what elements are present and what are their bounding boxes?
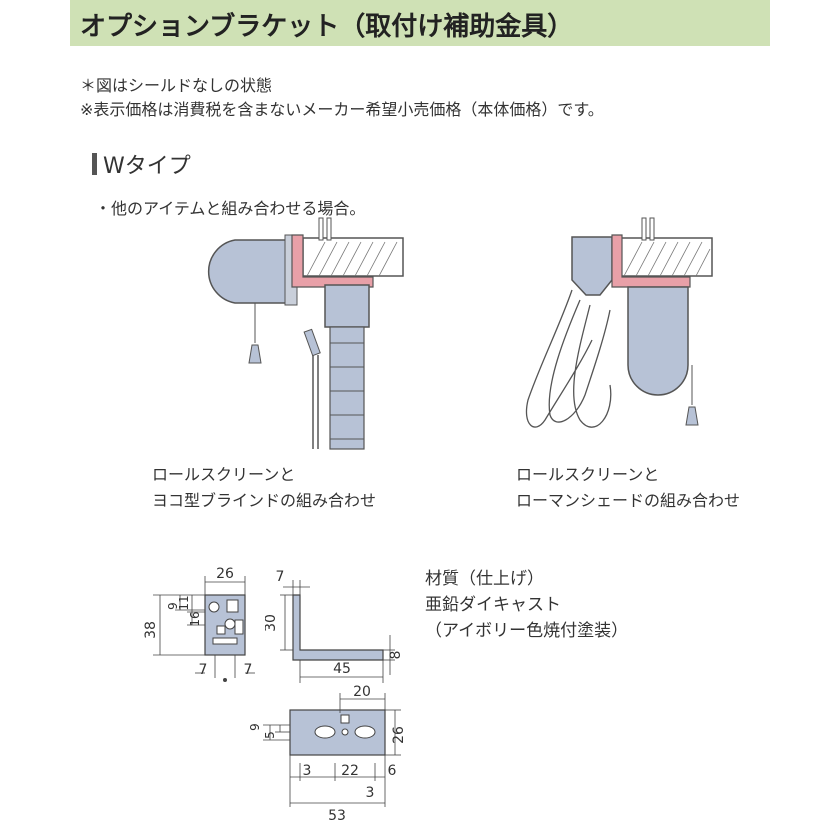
section-title-text: Wタイプ (103, 154, 191, 179)
dim-5: 5 (263, 731, 277, 739)
blind-head (324, 284, 370, 328)
pull-cord-weight (248, 344, 262, 364)
left-caption-line1: ロールスクリーンと (152, 465, 296, 484)
section-heading: Wタイプ (92, 148, 191, 180)
dim-3-right: 3 (366, 785, 375, 801)
dim-6: 6 (388, 763, 397, 779)
material-spec: 材質（仕上げ） 亜鉛ダイキャスト （アイボリー色焼付塗装） (425, 566, 628, 644)
dim-hole-offset-9: 9 (166, 602, 180, 610)
right-figure-caption: ロールスクリーンと ローマンシェードの組み合わせ (516, 462, 740, 514)
material-label: 材質（仕上げ） (425, 569, 544, 589)
bracket-side-view: 7 30 45 8 (265, 569, 404, 683)
roll-screen-body (627, 286, 689, 396)
left-figure-caption: ロールスクリーンと ヨコ型ブラインドの組み合わせ (152, 462, 376, 514)
left-caption-line2: ヨコ型ブラインドの組み合わせ (152, 491, 377, 510)
right-caption-line1: ロールスクリーンと (516, 465, 660, 484)
dim-right-7: 7 (244, 662, 253, 678)
bracket-front-view: 26 38 9 11 16 7 7 (143, 566, 255, 682)
dim-depth-45: 45 (333, 661, 351, 677)
dim-26: 26 (391, 726, 407, 744)
right-caption-line2: ローマンシェードの組み合わせ (516, 491, 741, 510)
note-price: ※表示価格は消費税を含まないメーカー希望小売価格（本体価格）です。 (80, 100, 604, 119)
material-finish: （アイボリー色焼付塗装） (425, 621, 629, 641)
dim-height-30: 30 (265, 614, 279, 632)
side-view-profile (292, 594, 384, 661)
dim-53: 53 (328, 808, 346, 824)
ceiling-slab (619, 237, 713, 277)
roll-screen-head (207, 239, 291, 304)
dim-height: 38 (143, 621, 159, 639)
dim-9: 9 (248, 723, 262, 731)
material-name: 亜鉛ダイキャスト (425, 595, 561, 615)
dim-hole-offset-11: 11 (177, 595, 191, 610)
dim-hole-offset-16: 16 (188, 611, 202, 626)
dim-thickness-7: 7 (276, 569, 285, 585)
bracket-top-view: 20 9 5 26 3 22 6 3 53 (248, 685, 407, 824)
roman-shade-fabric (525, 289, 612, 428)
dim-width: 26 (216, 566, 234, 582)
dim-22: 22 (341, 763, 359, 779)
dim-3-left: 3 (303, 763, 312, 779)
pull-cord-weight (685, 406, 699, 426)
section-bar-marker (92, 153, 97, 175)
roman-shade-head (571, 236, 613, 296)
figure-roll-roman (525, 217, 713, 428)
dim-left-7: 7 (199, 662, 208, 678)
page-title: オプションブラケット（取付け補助金具） (80, 12, 574, 42)
note-shield: ＊図はシールドなしの状態 (80, 76, 273, 95)
option-bracket (611, 234, 691, 288)
section-bullet: ・他のアイテムと組み合わせる場合。 (95, 199, 366, 218)
figure-roll-blind (207, 217, 404, 450)
blind-slats (329, 326, 365, 450)
dim-base-8: 8 (388, 651, 404, 660)
option-bracket (291, 234, 374, 288)
dim-20: 20 (353, 685, 371, 700)
title-banner: オプションブラケット（取付け補助金具） (70, 0, 770, 46)
